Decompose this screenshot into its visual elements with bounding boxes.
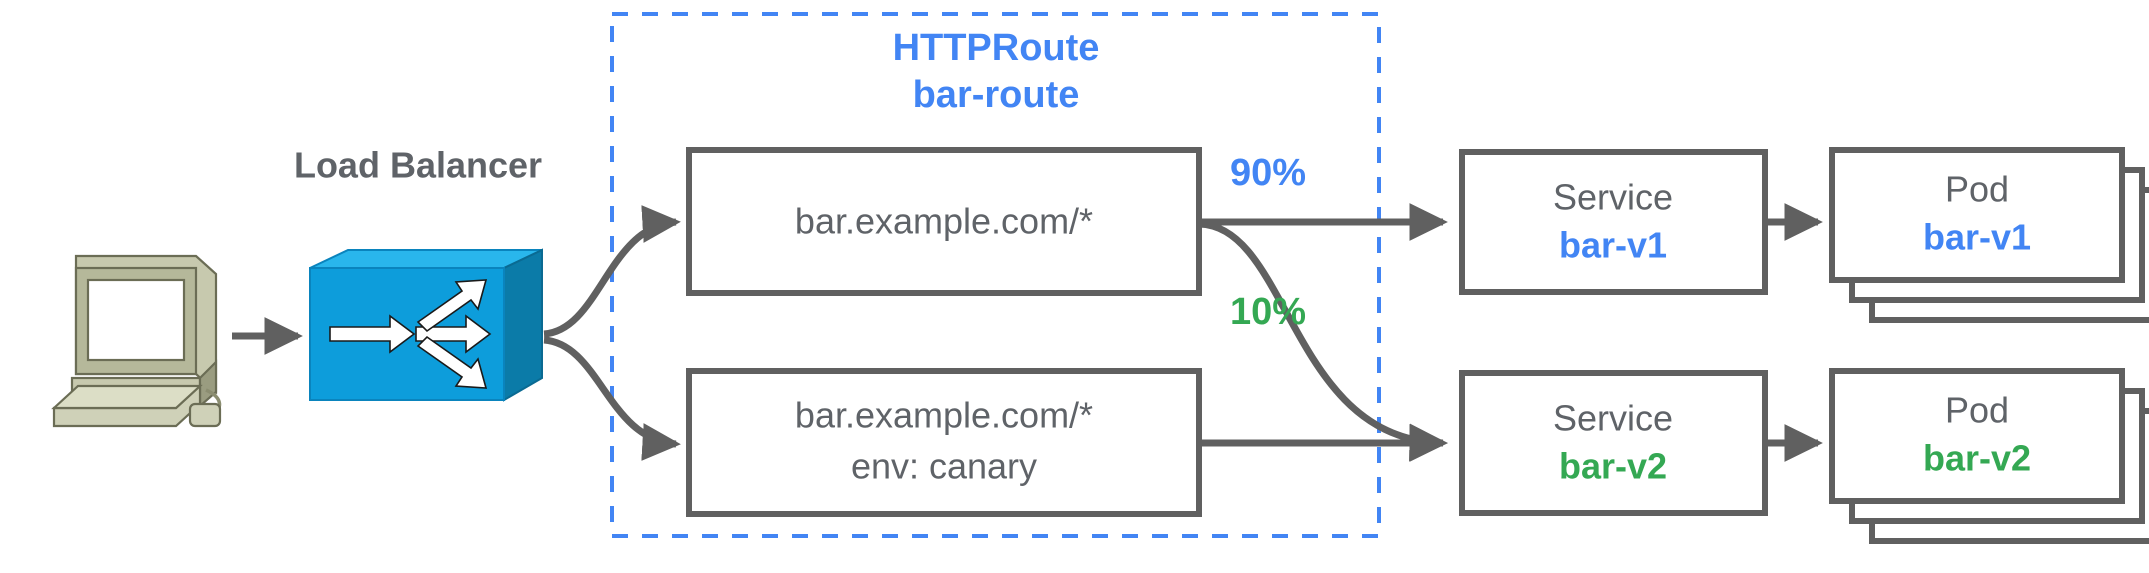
pod-v2-kind: Pod: [1945, 390, 2009, 431]
service-v2-name: bar-v2: [1559, 446, 1667, 487]
service-box-bar-v1[interactable]: Service bar-v1: [1459, 149, 1768, 295]
pod-stack-bar-v2[interactable]: Pod bar-v2: [1829, 368, 2149, 544]
load-balancer-switch-icon: [309, 248, 543, 402]
route-rule-bottom-match: bar.example.com/*: [795, 395, 1093, 436]
route-rule-bottom-header: env: canary: [851, 446, 1037, 487]
httproute-group-title-kind: HTTPRoute: [893, 27, 1100, 69]
connector-rule-top-to-service-v2: [1198, 220, 1448, 462]
connector-loadbalancer-to-rule-top: [543, 205, 681, 338]
pod-v1-kind: Pod: [1945, 169, 2009, 210]
weight-label-90: 90%: [1230, 152, 1306, 194]
load-balancer-label: Load Balancer: [294, 145, 542, 186]
pod-stack-bar-v1[interactable]: Pod bar-v1: [1829, 147, 2149, 323]
service-box-bar-v2[interactable]: Service bar-v2: [1459, 370, 1768, 516]
route-rule-box-bottom[interactable]: bar.example.com/* env: canary: [686, 368, 1202, 517]
route-rule-top-match: bar.example.com/*: [795, 201, 1093, 242]
pod-v2-name: bar-v2: [1923, 438, 2031, 479]
desktop-computer-icon: [51, 254, 222, 428]
service-v1-kind: Service: [1553, 177, 1673, 218]
route-rule-box-top[interactable]: bar.example.com/*: [686, 147, 1202, 296]
service-v1-name: bar-v1: [1559, 225, 1667, 266]
connector-loadbalancer-to-rule-bottom: [543, 336, 681, 461]
service-v2-kind: Service: [1553, 398, 1673, 439]
pod-v1-name: bar-v1: [1923, 217, 2031, 258]
httproute-group-title-name: bar-route: [913, 74, 1080, 116]
httproute-group-boundary: [610, 12, 1381, 538]
weight-label-10: 10%: [1230, 291, 1306, 333]
